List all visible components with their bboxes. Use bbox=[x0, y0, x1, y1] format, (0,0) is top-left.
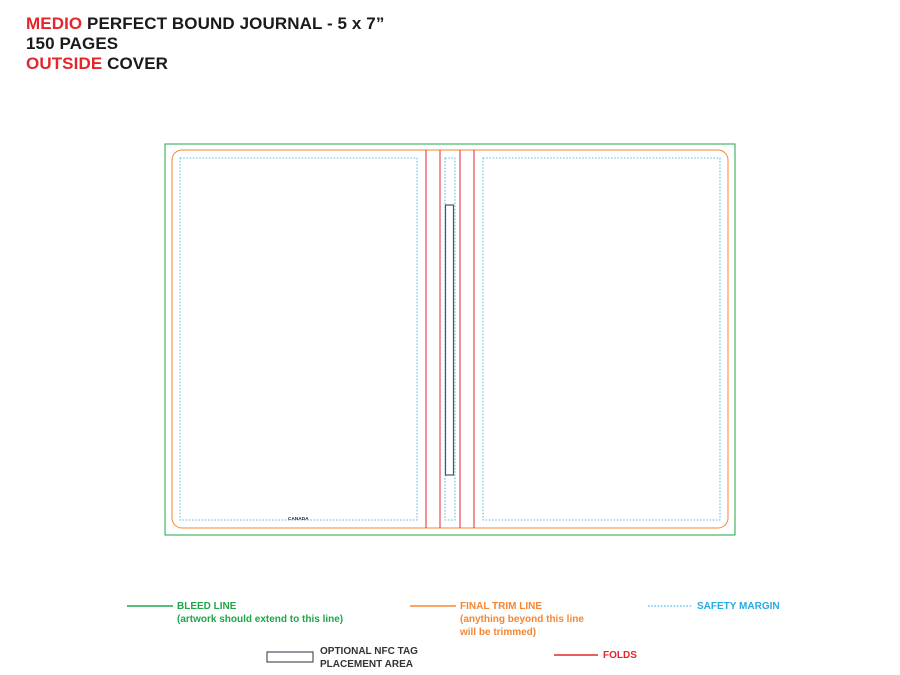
title-cover-word: COVER bbox=[102, 54, 169, 73]
title-line-pages: 150 PAGES bbox=[26, 34, 119, 53]
legend-folds-title: FOLDS bbox=[603, 650, 637, 661]
legend-bleed: BLEED LINE (artwork should extend to thi… bbox=[177, 600, 343, 626]
legend-safety-title: SAFETY MARGIN bbox=[697, 601, 780, 612]
legend-nfc-swatch bbox=[266, 651, 314, 663]
legend-nfc-title-1: OPTIONAL NFC TAG bbox=[320, 646, 418, 657]
legend-trim-title: FINAL TRIM LINE bbox=[460, 601, 543, 612]
title-accent-outside: OUTSIDE bbox=[26, 54, 103, 73]
safety-margin-front bbox=[482, 157, 721, 521]
legend-nfc-title-2: PLACEMENT AREA bbox=[320, 659, 413, 670]
bleed-line bbox=[164, 143, 736, 536]
title-block: MEDIO PERFECT BOUND JOURNAL - 5 x 7” 150… bbox=[26, 14, 384, 74]
title-accent-medio: MEDIO bbox=[26, 14, 83, 33]
legend-bleed-note: (artwork should extend to this line) bbox=[177, 614, 344, 625]
title-line-product: MEDIO PERFECT BOUND JOURNAL - 5 x 7” bbox=[26, 14, 384, 34]
legend-trim-note-2: will be trimmed) bbox=[460, 627, 537, 638]
imprint-text: CANADA bbox=[288, 516, 309, 521]
legend-trim: FINAL TRIM LINE (anything beyond this li… bbox=[460, 600, 584, 639]
legend-trim-note-1: (anything beyond this line bbox=[460, 614, 584, 625]
title-line-cover: OUTSIDE COVER bbox=[26, 54, 384, 74]
safety-margin-back bbox=[179, 157, 418, 521]
trim-line bbox=[171, 149, 729, 529]
legend-safety: SAFETY MARGIN bbox=[697, 600, 780, 613]
nfc-tag-area bbox=[444, 204, 455, 476]
legend-folds: FOLDS bbox=[603, 649, 637, 662]
legend-bleed-title: BLEED LINE bbox=[177, 601, 237, 612]
title-product-name: PERFECT BOUND JOURNAL - 5 x 7” bbox=[82, 14, 385, 33]
legend-nfc: OPTIONAL NFC TAG PLACEMENT AREA bbox=[320, 645, 418, 671]
